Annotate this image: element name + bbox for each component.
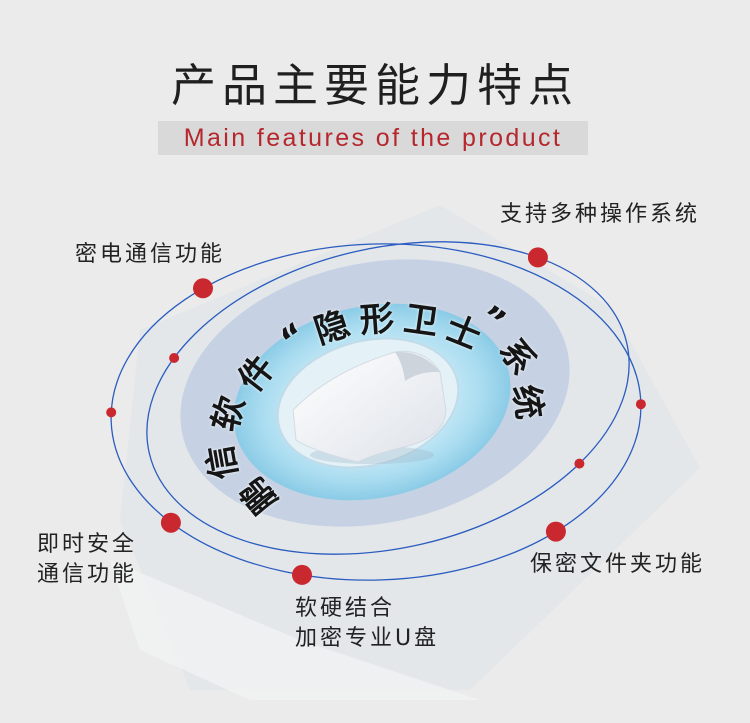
feature-label: 加密专业U盘 (295, 626, 440, 651)
shield-icon (292, 350, 447, 464)
feature-secure-folder: 保密文件夹功能 (530, 550, 705, 580)
subtitle-band (158, 121, 588, 155)
orbit-dot (193, 278, 213, 299)
orbit-dot (574, 458, 585, 469)
orbit-dot (635, 399, 646, 410)
orbit-dot (292, 564, 312, 585)
background-panel (110, 560, 480, 700)
feature-instant-secure-comm: 即时安全 通信功能 (37, 530, 137, 590)
page-subtitle: Main features of the product (183, 124, 563, 152)
feature-label: 软硬结合 (295, 596, 396, 621)
page-title: 产品主要能力特点 (170, 59, 579, 112)
feature-os-support: 支持多种操作系统 (500, 200, 700, 230)
orbit-dot (160, 512, 181, 533)
feature-encrypted-telegraph: 密电通信功能 (75, 240, 225, 270)
feature-label: 即时安全 (37, 532, 138, 557)
orbit-dot (106, 407, 117, 418)
feature-label: 支持多种操作系统 (500, 202, 701, 227)
feature-label: 密电通信功能 (75, 242, 226, 267)
feature-encrypted-usb: 软硬结合 加密专业U盘 (295, 594, 439, 654)
orbit-dots (106, 247, 646, 585)
orbit-dot (527, 247, 548, 268)
feature-label: 通信功能 (37, 562, 138, 587)
orbit-ring (146, 241, 630, 555)
feature-label: 保密文件夹功能 (530, 552, 706, 577)
orbit-dot (545, 521, 566, 542)
orbit-dot (169, 353, 180, 363)
